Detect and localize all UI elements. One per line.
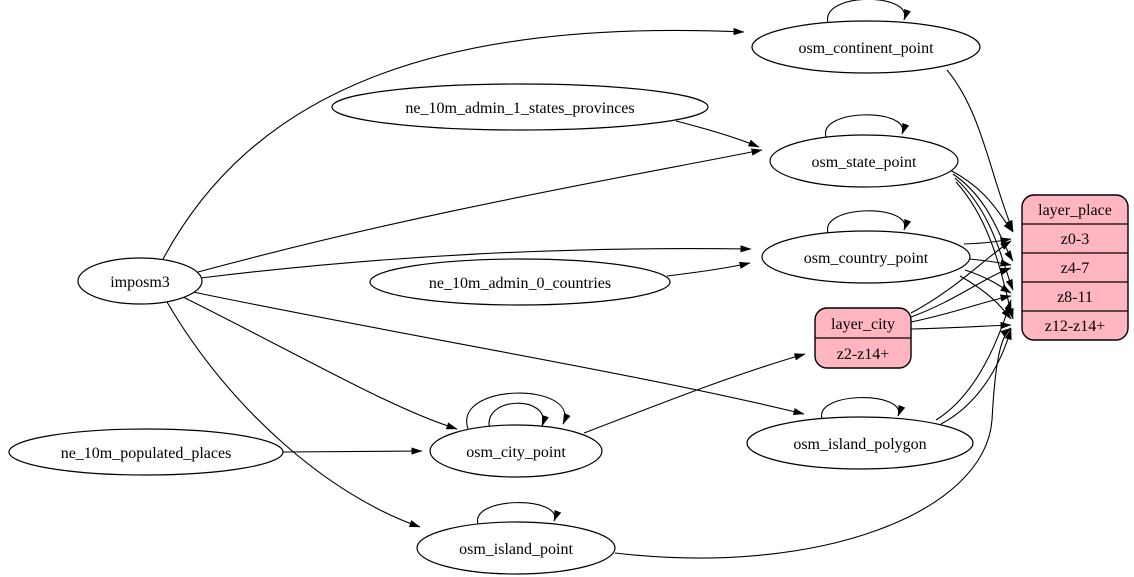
node-osm-island-point: osm_island_point: [416, 521, 616, 575]
osm-state-point-label: osm_state_point: [812, 154, 917, 171]
edge-osm-state-point-to-layer-place-z4-7: [952, 173, 1014, 262]
edge-osm-island-point-to-layer-place-z12-z14: [614, 327, 1012, 559]
node-osm-country-point: osm_country_point: [761, 230, 971, 284]
node-ne-10m-admin-1-states-provinces: ne_10m_admin_1_states_provinces: [331, 83, 709, 131]
edge-layer-city-to-layer-place-z12-z14: [910, 321, 1012, 330]
node-ne-10m-admin-0-countries: ne_10m_admin_0_countries: [369, 258, 671, 306]
osm-island-point-label: osm_island_point: [459, 541, 573, 558]
self-loop-osm-city-point-outer: [466, 392, 571, 430]
layer-place-title: layer_place: [1038, 202, 1112, 219]
osm-continent-point-ellipse: [751, 20, 981, 74]
self-loop-osm-continent-point: [827, 0, 911, 24]
self-loop-osm-island-point: [477, 502, 562, 525]
ne-10m-admin-1-label: ne_10m_admin_1_states_provinces: [405, 100, 634, 117]
osm-continent-point-label: osm_continent_point: [798, 40, 934, 57]
edge-osm-state-point-to-layer-place-z8-11: [954, 177, 1014, 291]
imposm3-label: imposm3: [110, 274, 170, 291]
self-loop-osm-country-point: [827, 210, 912, 234]
node-osm-state-point: osm_state_point: [769, 134, 959, 188]
osm-island-point-ellipse: [416, 521, 616, 575]
node-ne-10m-populated-places: ne_10m_populated_places: [8, 428, 284, 476]
edge-osm-city-point-to-layer-city-z2-z14: [583, 353, 806, 434]
edge-osm-country-point-to-layer-place-z8-11: [964, 269, 1012, 294]
ne-10m-populated-places-label: ne_10m_populated_places: [61, 445, 232, 462]
edge-layer-city-to-layer-place-z0-3: [910, 240, 1012, 314]
edge-imposm3-to-osm-country-point: [200, 245, 752, 279]
edge-imposm3-to-osm-city-point: [182, 296, 458, 430]
node-osm-city-point: osm_city_point: [429, 424, 603, 478]
self-loop-osm-state-point: [825, 114, 910, 138]
edge-ne-10m-populated-places-to-osm-city-point: [282, 447, 423, 455]
ne-10m-populated-places-ellipse: [8, 428, 284, 476]
edge-ne-10m-admin-0-to-osm-country-point: [666, 261, 751, 277]
edge-osm-island-polygon-to-layer-place-z12-z14: [940, 328, 1012, 425]
osm-state-point-ellipse: [769, 134, 959, 188]
edge-imposm3-to-osm-continent-point: [161, 27, 745, 262]
edge-osm-country-point-to-layer-place-z4-7: [968, 258, 1012, 267]
edge-ne-10m-admin-1-to-osm-state-point: [675, 120, 760, 148]
layer-place-box: [1021, 194, 1129, 341]
node-osm-island-polygon: osm_island_polygon: [746, 416, 974, 470]
node-osm-continent-point: osm_continent_point: [751, 20, 981, 74]
edge-osm-country-point-to-layer-place-z0-3: [963, 237, 1012, 245]
node-imposm3: imposm3: [77, 257, 203, 305]
edge-imposm3-to-osm-island-polygon: [192, 291, 805, 416]
edge-layer-city-to-layer-place-z8-11: [910, 294, 1012, 323]
layer-place-row-z12-z14: z12-z14+: [1045, 318, 1106, 335]
osm-country-point-ellipse: [761, 230, 971, 284]
edge-osm-state-point-to-layer-place-z0-3: [949, 169, 1014, 233]
imposm3-ellipse: [77, 257, 203, 305]
layer-city-title: layer_city: [831, 316, 895, 333]
layer-place-row-z4-7: z4-7: [1061, 260, 1089, 277]
osm-island-polygon-ellipse: [746, 416, 974, 470]
edge-layer-city-to-layer-place-z4-7: [910, 267, 1012, 318]
self-loop-osm-island-polygon: [821, 397, 906, 420]
osm-island-polygon-label: osm_island_polygon: [793, 436, 926, 453]
layer-city-row-z2-z14: z2-z14+: [837, 346, 890, 363]
layer-place-row-z0-3: z0-3: [1061, 231, 1089, 248]
layer-place-row-z8-11: z8-11: [1057, 289, 1093, 306]
ne-10m-admin-1-ellipse: [331, 83, 709, 131]
osm-city-point-label: osm_city_point: [466, 444, 566, 461]
self-loop-osm-city-point-inner: [488, 402, 549, 431]
ne-10m-admin-0-label: ne_10m_admin_0_countries: [429, 275, 611, 292]
osm-country-point-label: osm_country_point: [804, 250, 929, 267]
node-layer-city: layer_city z2-z14+: [814, 307, 912, 369]
edge-osm-island-polygon-to-layer-place-z8-11: [935, 299, 1012, 421]
edges: [161, 0, 1014, 559]
edge-imposm3-to-osm-state-point: [197, 148, 763, 273]
edge-imposm3-to-osm-island-point: [166, 301, 421, 528]
ne-10m-admin-0-ellipse: [369, 258, 671, 306]
edge-osm-continent-point-to-layer-place-z0-3: [946, 69, 1014, 232]
osm-city-point-ellipse: [429, 424, 603, 478]
node-layer-place: layer_place z0-3 z4-7 z8-11 z12-z14+: [1021, 194, 1129, 341]
